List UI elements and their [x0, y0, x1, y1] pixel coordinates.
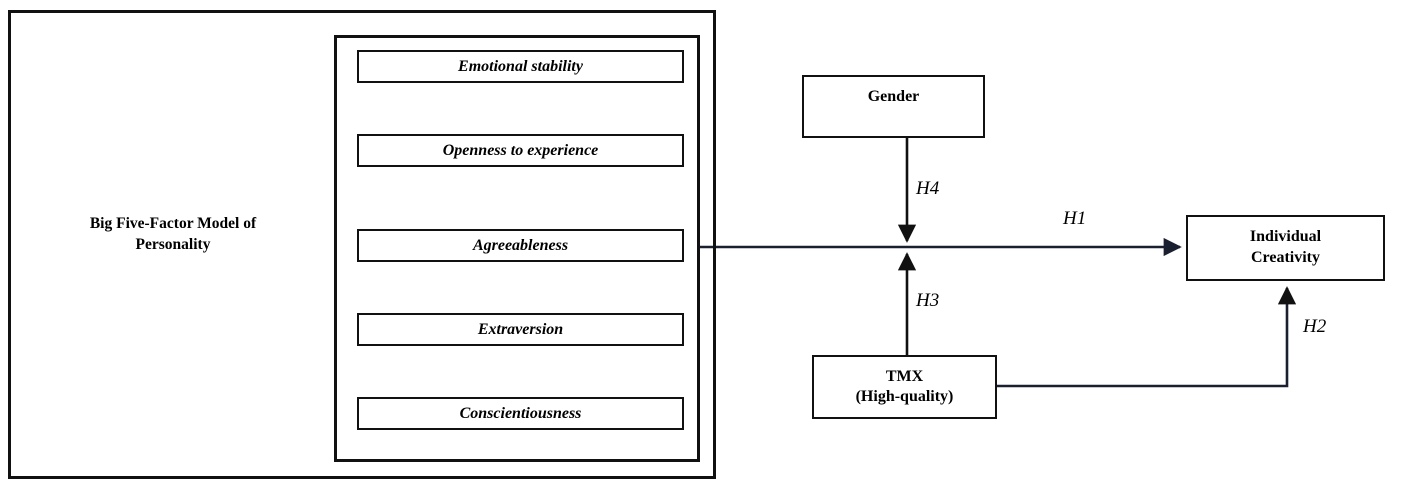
- node-creativity-line-1: Individual: [1249, 228, 1322, 246]
- trait-box-conscientiousness: Conscientiousness: [357, 397, 684, 430]
- node-creativity-line-2: Creativity: [1250, 249, 1320, 266]
- node-tmx: TMX (High-quality): [812, 355, 997, 419]
- node-tmx-line-2: (High-quality): [855, 388, 954, 405]
- model-outer-frame: [8, 10, 716, 479]
- trait-box-extraversion: Extraversion: [357, 313, 684, 346]
- trait-box-emotional-stability: Emotional stability: [357, 50, 684, 83]
- hypothesis-label-h2: H2: [1303, 316, 1327, 337]
- trait-label: Emotional stability: [458, 57, 583, 75]
- big-five-construct-label: Big Five-Factor Model of Personality: [28, 214, 318, 256]
- trait-label: Agreeableness: [472, 236, 569, 254]
- trait-box-openness-to-experience: Openness to experience: [357, 134, 684, 167]
- node-tmx-line-1: TMX: [885, 367, 924, 385]
- node-gender: Gender: [802, 75, 985, 138]
- construct-label-line-2: Personality: [135, 235, 211, 253]
- h2-arrow-path: [997, 286, 1297, 388]
- trait-label: Extraversion: [477, 320, 564, 338]
- traits-inner-frame: [334, 35, 700, 462]
- hypothesis-label-h3: H3: [916, 290, 940, 311]
- construct-label-line-1: Big Five-Factor Model of: [89, 215, 257, 232]
- node-individual-creativity: Individual Creativity: [1186, 215, 1385, 281]
- hypothesis-label-h1: H1: [1063, 208, 1087, 229]
- trait-box-agreeableness: Agreeableness: [357, 229, 684, 262]
- node-gender-label: Gender: [867, 88, 920, 105]
- trait-label: Openness to experience: [442, 141, 599, 159]
- hypothesis-label-h4: H4: [916, 178, 940, 199]
- trait-label: Conscientiousness: [459, 404, 582, 422]
